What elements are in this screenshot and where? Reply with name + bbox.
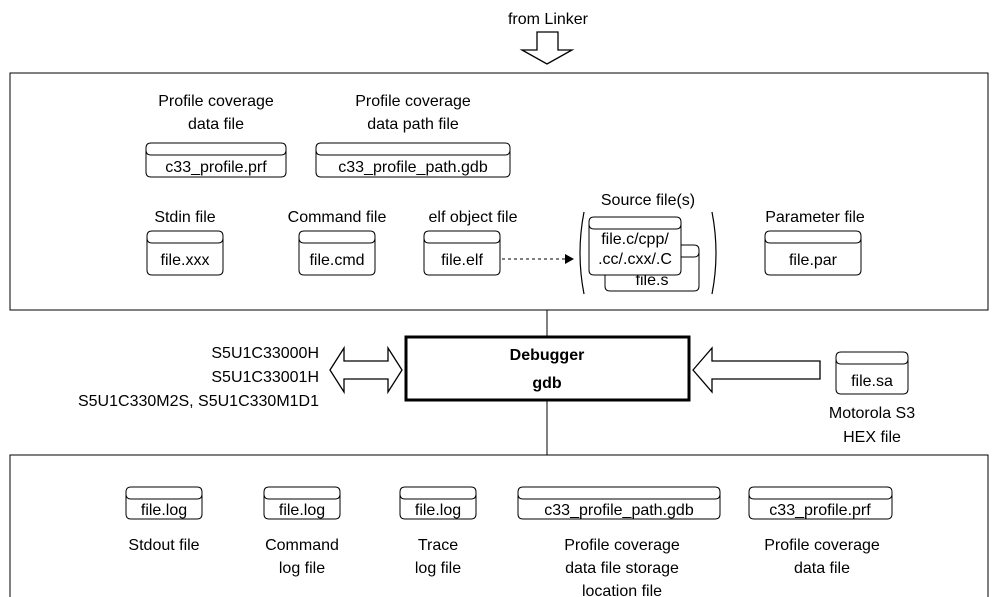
- cylinder-rim: [399, 493, 477, 500]
- file-cylinder-icon: [835, 351, 909, 395]
- cylinder-rim: [588, 223, 682, 230]
- source-filename-s: file.s: [636, 272, 669, 289]
- profile-data-file: Profile coverage data file c33_profile.p…: [145, 93, 287, 178]
- cylinder-rim: [835, 358, 909, 365]
- output-filename: file.log: [415, 502, 461, 519]
- bidirectional-arrow-icon: [329, 345, 403, 395]
- target-2: S5U1C33001H: [211, 369, 319, 386]
- output-caption: Command: [265, 537, 339, 554]
- output-filename: c33_profile.prf: [769, 502, 871, 519]
- cylinder-rim: [125, 493, 203, 500]
- debugger-box: [404, 335, 691, 402]
- output-files-frame: [9, 454, 989, 597]
- profile-path-filename: c33_profile_path.gdb: [338, 159, 488, 176]
- hex-caption-1: Motorola S3: [829, 405, 915, 422]
- output-caption: Trace: [418, 537, 458, 554]
- output-caption: data file: [794, 560, 850, 577]
- stdin-filename: file.xxx: [161, 252, 210, 269]
- input-arrow-icon: [519, 31, 575, 65]
- command-file: Command file file.cmd: [288, 209, 387, 276]
- file-cylinder-icon: [298, 230, 376, 276]
- output-caption: location file: [582, 583, 662, 597]
- output-caption: log file: [279, 560, 325, 577]
- stdin-caption: Stdin file: [154, 209, 215, 226]
- output-stdout-file: file.log Stdout file: [125, 486, 203, 554]
- hex-input-arrow-icon: [692, 346, 821, 394]
- file-cylinder-icon: [145, 142, 287, 178]
- file-cylinder-icon: [748, 486, 893, 520]
- output-trace-log-file: file.log Trace log file: [399, 486, 477, 577]
- cylinder-rim: [748, 493, 893, 500]
- cylinder-rim: [145, 149, 287, 156]
- file-cylinder-icon: [588, 216, 682, 276]
- output-caption: data file storage: [565, 560, 679, 577]
- source-filename-line-1: file.c/cpp/: [601, 231, 669, 248]
- stdin-file: Stdin file file.xxx: [146, 209, 224, 276]
- right-paren: [711, 211, 717, 295]
- output-profile-data-file: c33_profile.prf Profile coverage data fi…: [748, 486, 893, 577]
- command-caption: Command file: [288, 209, 387, 226]
- profile-path-caption-2: data path file: [367, 116, 459, 133]
- cylinder-rim: [298, 237, 376, 244]
- parameter-file: Parameter file file.par: [764, 209, 865, 276]
- hex-filename: file.sa: [851, 373, 893, 390]
- output-caption: Stdout file: [128, 537, 199, 554]
- debugger-program: gdb: [532, 375, 562, 392]
- file-cylinder-icon: [399, 486, 477, 520]
- target-3: S5U1C330M2S, S5U1C330M1D1: [78, 393, 319, 410]
- file-cylinder-icon: [423, 230, 501, 276]
- cylinder-rim: [423, 237, 501, 244]
- output-caption: log file: [415, 560, 461, 577]
- file-cylinder-icon: [315, 142, 511, 178]
- profile-data-caption-1: Profile coverage: [158, 93, 274, 110]
- left-paren: [579, 211, 585, 295]
- input-files-frame: [9, 72, 989, 311]
- source-files: Source file(s) file.s file.c/cpp/ .cc/.c…: [579, 192, 717, 295]
- output-filename: file.log: [141, 502, 187, 519]
- hex-file: file.sa Motorola S3 HEX file: [829, 351, 915, 446]
- target-1: S5U1C33000H: [211, 345, 319, 362]
- command-filename: file.cmd: [309, 252, 364, 269]
- cylinder-rim: [517, 493, 721, 500]
- cylinder-rim: [263, 493, 341, 500]
- elf-file: elf object file file.elf: [423, 209, 518, 276]
- file-cylinder-icon: [764, 230, 862, 276]
- profile-path-file: Profile coverage data path file c33_prof…: [315, 93, 511, 178]
- cylinder-rim: [764, 237, 862, 244]
- profile-data-filename: c33_profile.prf: [165, 159, 267, 176]
- profile-path-caption-1: Profile coverage: [355, 93, 471, 110]
- cylinder-rim: [315, 149, 511, 156]
- output-caption: Profile coverage: [764, 537, 880, 554]
- cylinder-rim: [146, 237, 224, 244]
- from-linker-label: from Linker: [508, 11, 589, 28]
- parameter-caption: Parameter file: [765, 209, 865, 226]
- elf-filename: file.elf: [441, 252, 483, 269]
- file-cylinder-icon: [517, 486, 721, 520]
- hex-caption-2: HEX file: [843, 429, 901, 446]
- arrowhead-icon: [565, 254, 574, 264]
- source-filename-line-2: .cc/.cxx/.C: [598, 251, 672, 268]
- output-caption: Profile coverage: [564, 537, 680, 554]
- file-cylinder-icon: [146, 230, 224, 276]
- output-command-log-file: file.log Command log file: [263, 486, 341, 577]
- parameter-filename: file.par: [789, 252, 838, 269]
- source-caption: Source file(s): [601, 192, 695, 209]
- output-profile-path-file: c33_profile_path.gdb Profile coverage da…: [517, 486, 721, 597]
- output-filename: file.log: [279, 502, 325, 519]
- file-cylinder-icon: [125, 486, 203, 520]
- output-filename: c33_profile_path.gdb: [544, 502, 694, 519]
- debugger-title: Debugger: [510, 347, 585, 364]
- file-cylinder-icon: [263, 486, 341, 520]
- elf-caption: elf object file: [429, 209, 518, 226]
- profile-data-caption-2: data file: [188, 116, 244, 133]
